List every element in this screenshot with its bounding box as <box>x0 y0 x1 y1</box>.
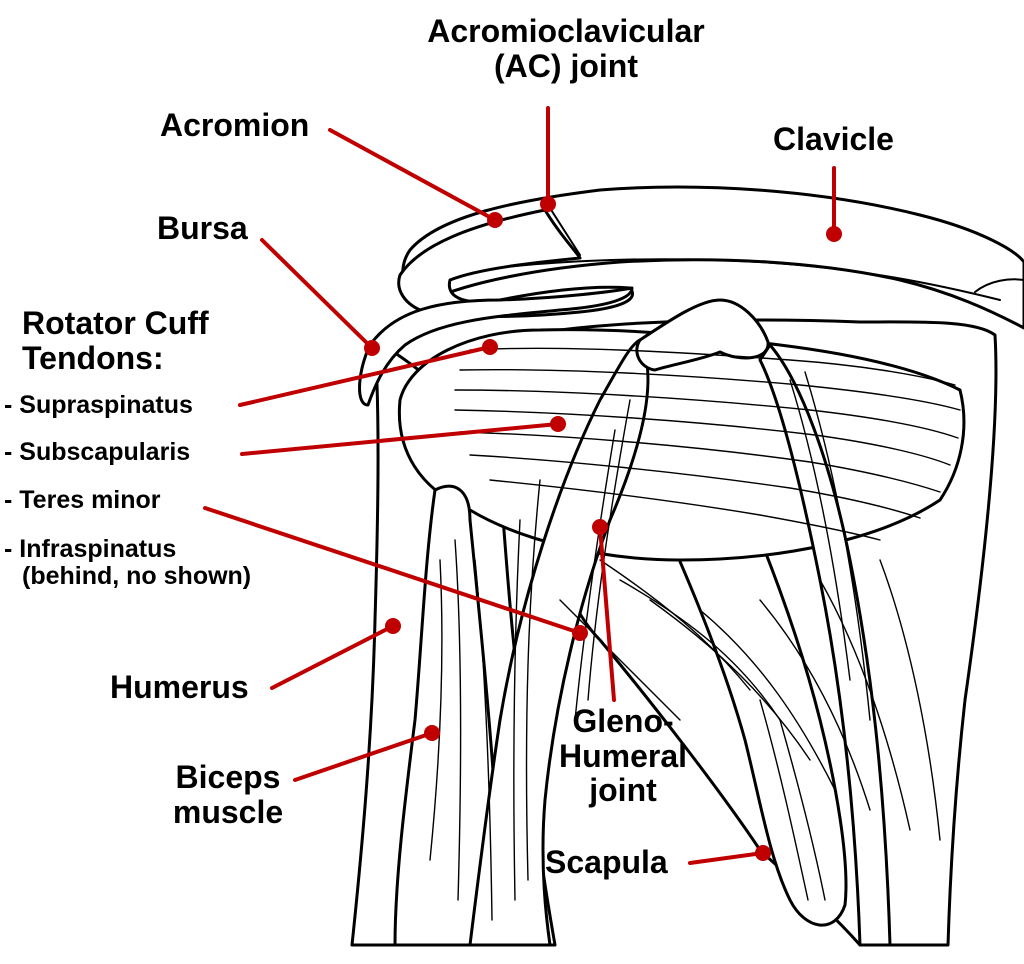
label-biceps: Biceps muscle <box>172 759 284 830</box>
scapula-blade <box>638 468 848 927</box>
label-infraspinatus: - Infraspinatus (behind, no shown) <box>4 535 252 590</box>
label-subscapularis: - Subscapularis <box>4 438 191 466</box>
label-glenohumeral: Gleno- Humeral joint <box>558 703 688 809</box>
label-humerus: Humerus <box>110 669 249 705</box>
label-bursa: Bursa <box>157 210 248 246</box>
label-ac-joint: Acromioclavicular (AC) joint <box>427 13 705 84</box>
label-clavicle: Clavicle <box>773 121 894 157</box>
muscle-fibers <box>429 347 961 921</box>
label-scapula: Scapula <box>545 844 668 880</box>
leader-dots <box>364 196 842 861</box>
label-supraspinatus: - Supraspinatus <box>4 391 193 419</box>
bursa-sac <box>358 286 634 407</box>
label-teres-minor: - Teres minor <box>4 486 161 514</box>
label-acromion: Acromion <box>160 107 310 143</box>
short-head-tendon <box>758 343 892 947</box>
label-rotator-cuff: Rotator Cuff Tendons: <box>22 305 209 376</box>
leader-lines <box>203 106 836 865</box>
